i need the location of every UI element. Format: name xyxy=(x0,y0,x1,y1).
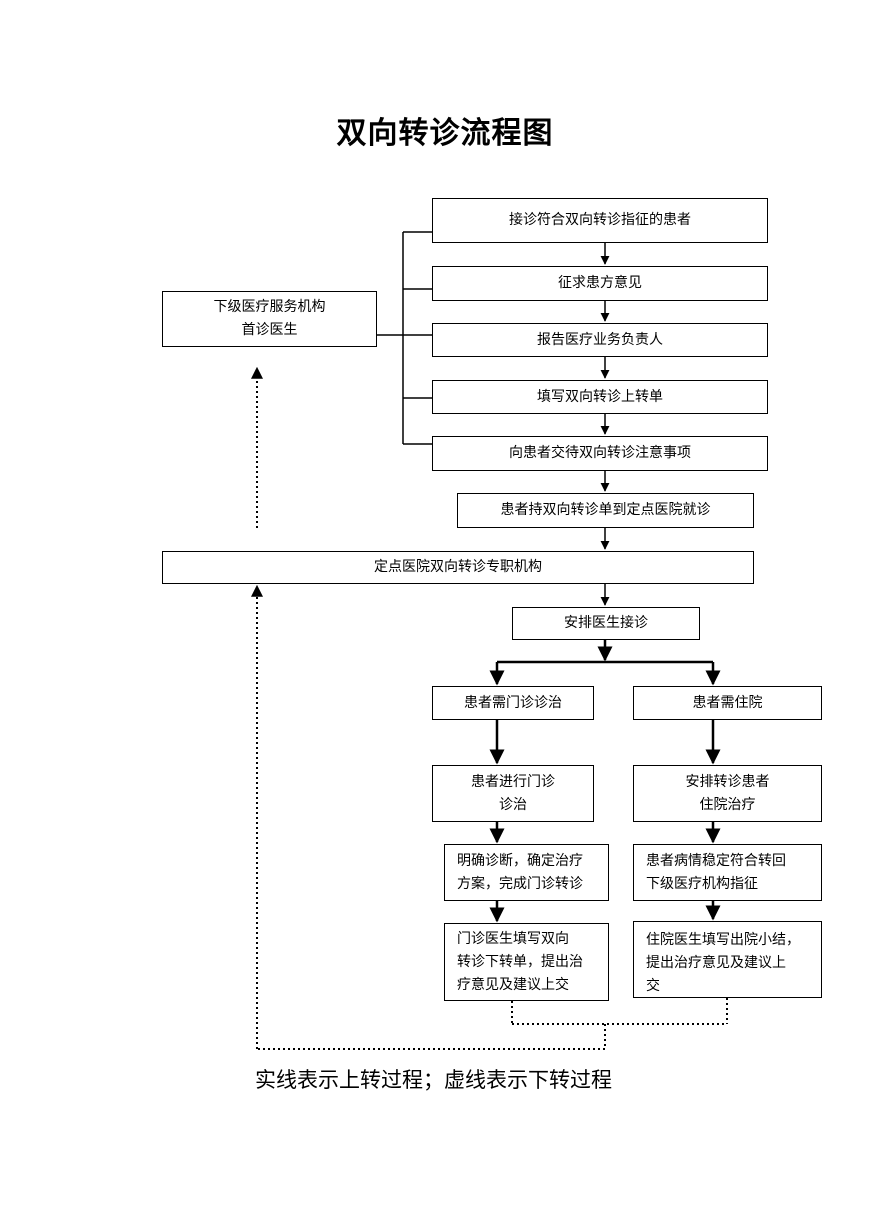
legend-note: 实线表示上转过程；虚线表示下转过程 xyxy=(255,1068,612,1092)
node-explain-notes: 向患者交待双向转诊注意事项 xyxy=(432,436,768,471)
node-needs-outpatient: 患者需门诊诊治 xyxy=(432,686,594,720)
node-arrange-inpatient: 安排转诊患者 住院治疗 xyxy=(633,765,822,822)
page-title: 双向转诊流程图 xyxy=(336,116,554,151)
node-stable-condition: 患者病情稳定符合转回 下级医疗机构指征 xyxy=(633,844,822,901)
node-needs-inpatient: 患者需住院 xyxy=(633,686,822,720)
node-fill-up-form: 填写双向转诊上转单 xyxy=(432,380,768,414)
node-outpatient-diagnosis: 明确诊断，确定治疗 方案，完成门诊转诊 xyxy=(444,844,609,901)
node-outpatient-doctor-form: 门诊医生填写双向 转诊下转单，提出治 疗意见及建议上交 xyxy=(444,923,609,1001)
node-outpatient-treatment: 患者进行门诊 诊治 xyxy=(432,765,594,822)
node-referral-office: 定点医院双向转诊专职机构 xyxy=(162,551,754,584)
node-lower-level-doctor: 下级医疗服务机构 首诊医生 xyxy=(162,291,377,347)
node-patient-to-hospital: 患者持双向转诊单到定点医院就诊 xyxy=(457,493,754,528)
node-seek-opinion: 征求患方意见 xyxy=(432,266,768,301)
node-arrange-doctor: 安排医生接诊 xyxy=(512,607,700,640)
node-report-director: 报告医疗业务负责人 xyxy=(432,323,768,357)
node-inpatient-discharge-summary: 住院医生填写出院小结， 提出治疗意见及建议上 交 xyxy=(633,921,822,998)
node-receive-patient: 接诊符合双向转诊指征的患者 xyxy=(432,198,768,243)
